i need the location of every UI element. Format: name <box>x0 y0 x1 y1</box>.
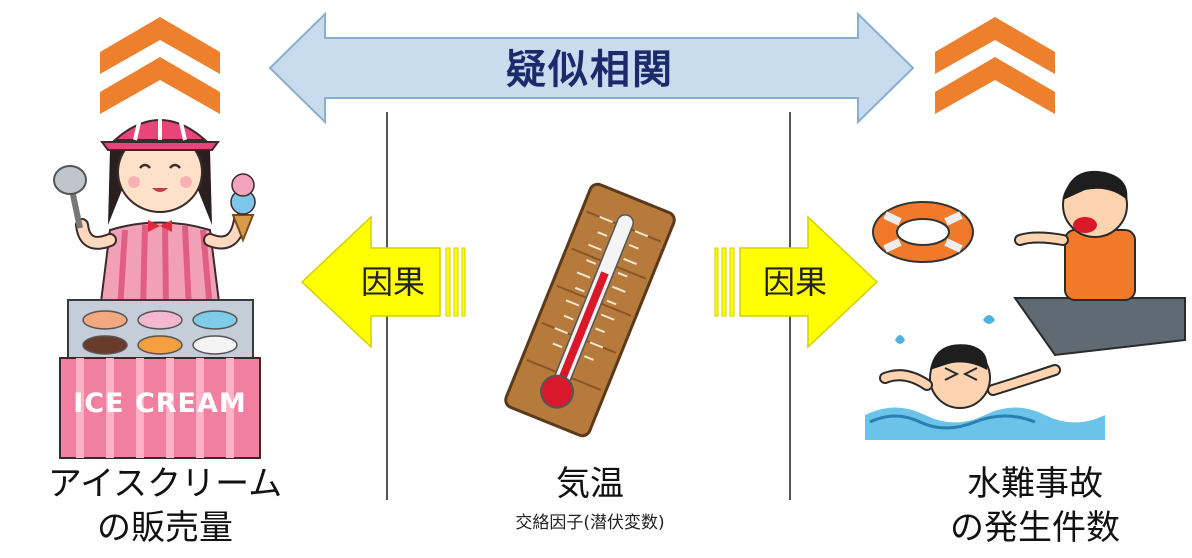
ice-cream-sales-line1: アイスクリーム <box>47 464 283 504</box>
ice-cream-sign: ICE CREAM <box>73 388 247 419</box>
left-causal-label: 因果 <box>360 263 425 301</box>
right-causal-label: 因果 <box>762 263 827 301</box>
ice-cream-seller-illustration <box>53 112 261 459</box>
thermometer-illustration <box>504 182 676 438</box>
left-increase-chevron-icon <box>100 17 220 114</box>
water-accident-label: 水難事故 の発生件数 <box>900 462 1170 550</box>
right-increase-chevron-icon <box>935 17 1055 114</box>
ice-cream-sales-label: アイスクリーム の販売量 <box>20 462 310 550</box>
water-accident-line1: 水難事故 <box>967 464 1103 504</box>
spurious-correlation-title: 疑似相関 <box>506 47 674 93</box>
confounder-label: 交絡因子(潜伏変数) <box>515 513 665 533</box>
water-accident-line2: の発生件数 <box>950 508 1120 548</box>
water-accident-illustration <box>865 170 1186 440</box>
ice-cream-sales-line2: の販売量 <box>97 508 233 548</box>
temperature-label: 気温 <box>556 464 624 504</box>
